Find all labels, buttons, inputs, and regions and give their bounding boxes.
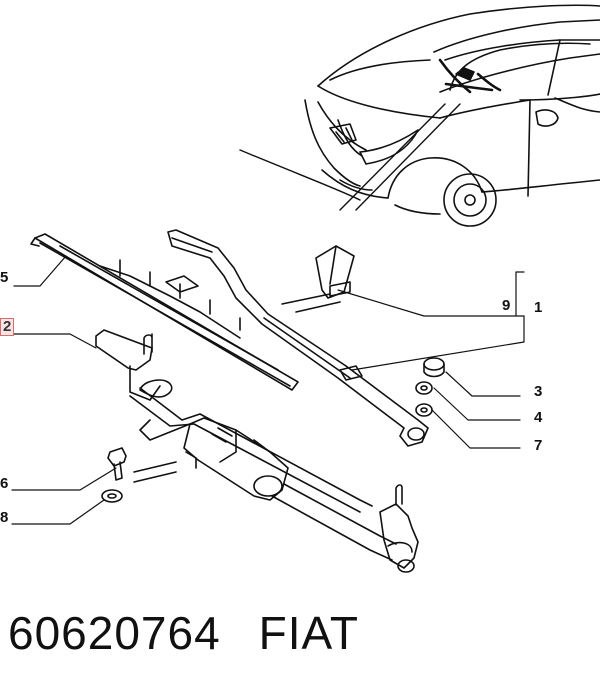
callout-4[interactable]: 4 [534,409,543,426]
callout-5[interactable]: 5 [0,269,9,286]
part-caption: 60620764 FIAT [8,606,359,660]
hardware-3-4-7 [415,357,445,417]
brand-name: FIAT [258,607,359,659]
callout-1[interactable]: 1 [534,299,543,316]
hardware-6-8 [101,447,177,503]
part-number: 60620764 [8,607,221,659]
wiper-blade [30,233,299,391]
callout-3[interactable]: 3 [534,383,543,400]
callout-2[interactable]: 2 [0,318,15,336]
callout-9[interactable]: 9 [502,297,511,314]
wiper-linkage [95,329,419,573]
callout-8[interactable]: 8 [0,509,9,526]
car-illustration [239,4,600,227]
callout-6[interactable]: 6 [0,475,9,492]
wiper-arm [167,229,429,447]
clip-part [281,245,355,313]
leader-lines [11,255,525,525]
callout-7[interactable]: 7 [534,437,543,454]
